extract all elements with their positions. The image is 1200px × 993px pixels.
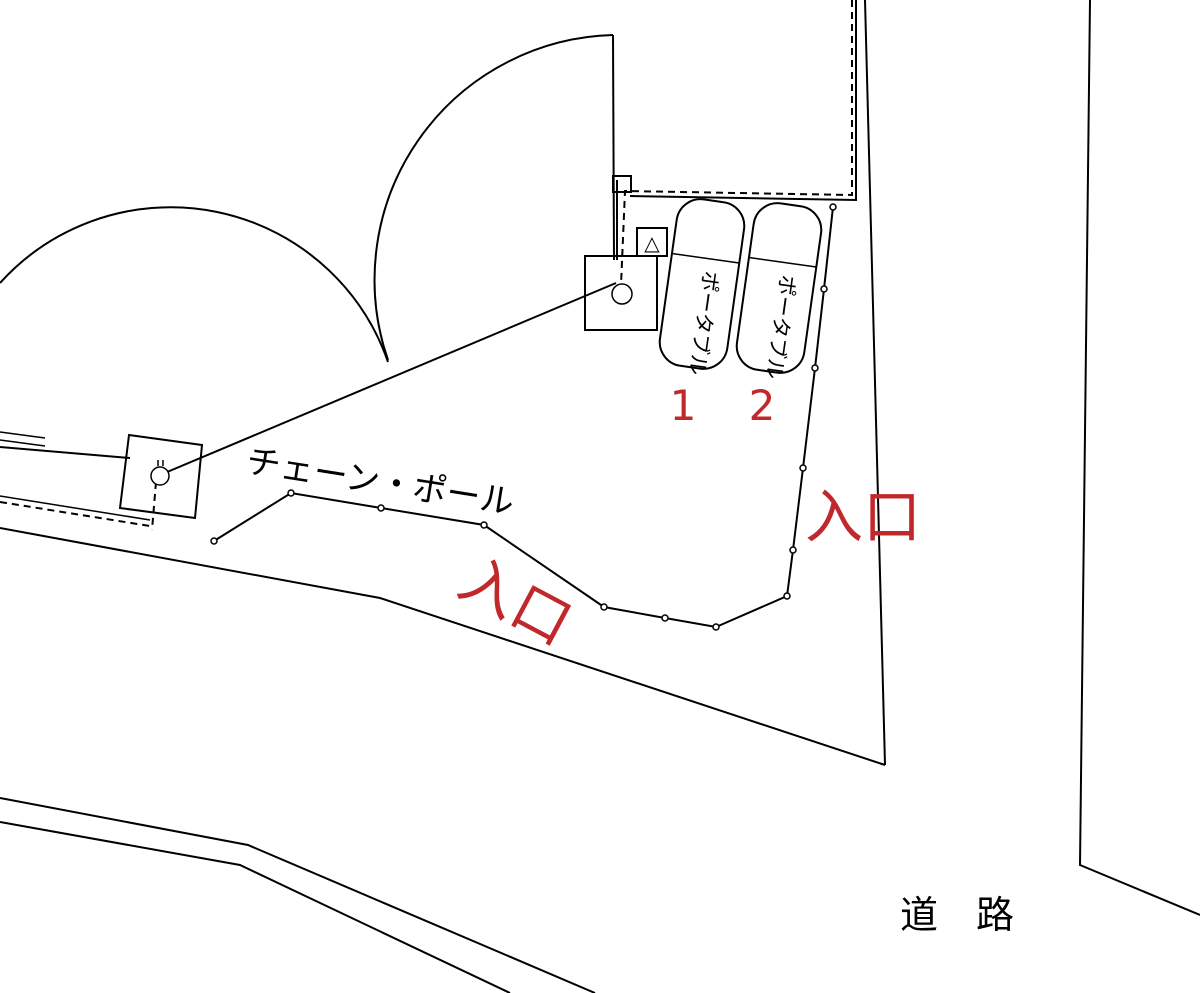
pole-box-left	[118, 433, 204, 520]
chain-post	[287, 489, 295, 497]
road-edge-lower-b	[0, 821, 511, 993]
chain-post	[600, 603, 608, 611]
chain-line	[213, 206, 834, 629]
unit-number-2: 2	[749, 381, 776, 430]
chain-post	[799, 464, 807, 472]
pole-left	[118, 433, 204, 520]
chain-post	[829, 203, 837, 211]
triangle-marker-box	[636, 227, 668, 257]
building	[612, 0, 857, 286]
toilet-divider-1	[671, 252, 740, 264]
circle-icon	[150, 466, 170, 486]
chain-post	[811, 364, 819, 372]
connecting-line	[159, 282, 617, 476]
left-dashed-lines	[0, 431, 157, 531]
chain-post	[712, 623, 720, 631]
triangle-marker: △	[636, 227, 668, 257]
entrance-label-right: 入口	[805, 483, 921, 551]
chain-post	[210, 537, 218, 545]
toilet-1: ポータブル	[658, 198, 746, 377]
left-wall-line	[0, 495, 151, 521]
entrance-right: 入口	[805, 483, 921, 551]
pole-box-right	[584, 255, 658, 331]
building-wall-dashed	[620, 0, 853, 286]
chain-pole-fence	[210, 203, 837, 631]
road-label: 道 路	[900, 893, 1014, 937]
left-pole-dashed	[151, 481, 157, 531]
arcs	[0, 34, 614, 363]
pole-right	[584, 255, 658, 331]
triangle-icon: △	[644, 231, 660, 255]
right-road-edge	[1078, 0, 1200, 916]
building-wall-outer	[629, 0, 857, 202]
chain-post	[783, 592, 791, 600]
chain-post	[820, 285, 828, 293]
toilet-divider-2	[748, 256, 817, 268]
chain-post	[377, 504, 385, 512]
large-arc	[373, 34, 614, 361]
toilet-2: ポータブル	[735, 202, 823, 381]
entrance-label-lower: 入口	[448, 544, 582, 659]
left-line-a	[0, 431, 46, 439]
left-line-c	[0, 446, 131, 459]
chain-post	[480, 521, 488, 529]
left-arc	[0, 206, 389, 363]
unit-number-1: 1	[670, 381, 697, 430]
chain-post	[789, 546, 797, 554]
toilet-label-2: ポータブル	[761, 273, 799, 380]
chain-post	[661, 614, 669, 622]
toilet-body-2	[735, 202, 823, 374]
road-edge-lower-a	[0, 797, 596, 993]
circle-icon	[611, 283, 633, 305]
right-boundary-line	[864, 0, 886, 766]
toilet-body-1	[658, 198, 746, 370]
left-wall-dashed	[0, 501, 151, 527]
road-edge-upper	[0, 527, 886, 766]
building-left-wall	[612, 34, 615, 261]
building-corner-box	[612, 175, 632, 193]
left-line-b	[0, 439, 46, 447]
entrance-lower: 入口	[448, 544, 582, 659]
toilet-label-1: ポータブル	[684, 269, 722, 376]
